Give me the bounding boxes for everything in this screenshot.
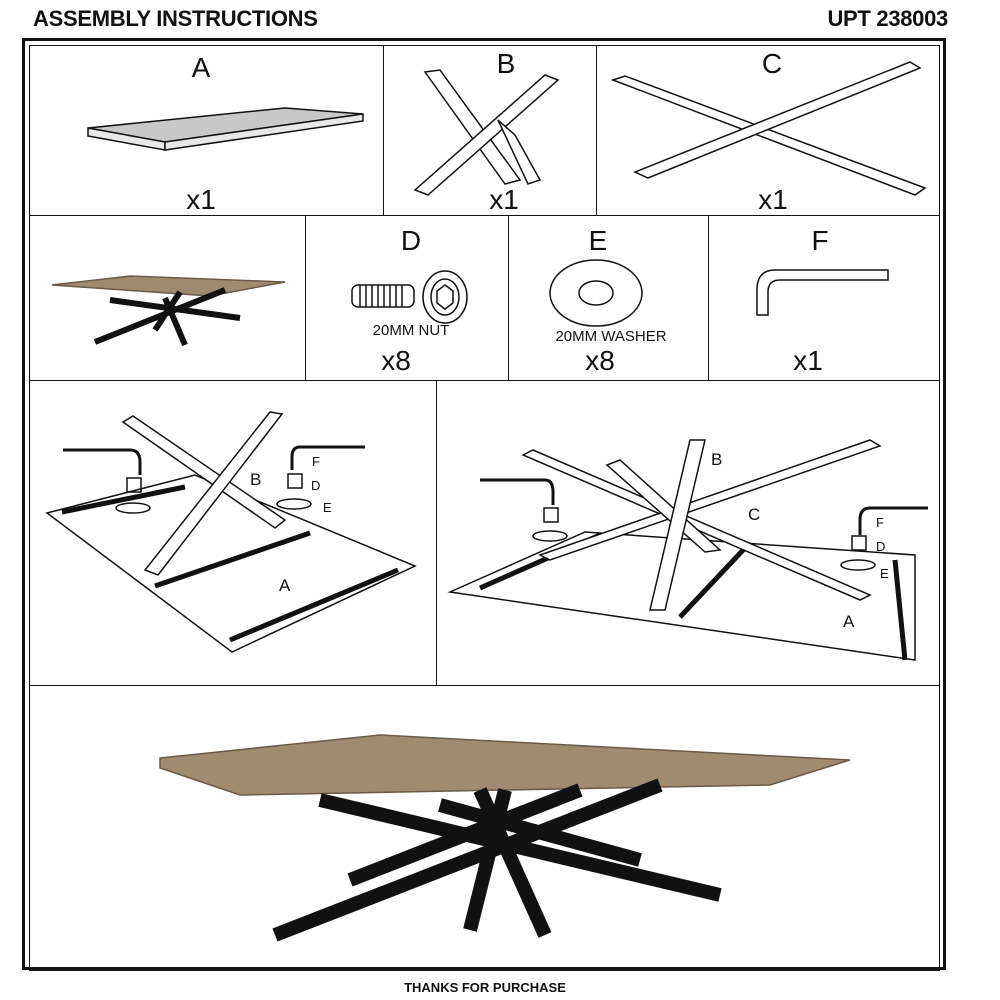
document-title: ASSEMBLY INSTRUCTIONS [33,6,318,31]
part-e-name: 20MM WASHER [555,328,667,345]
step-2-label-f: F [876,515,884,530]
step-2-label-c: C [748,505,761,524]
part-e-qty: x8 [585,345,615,376]
finished-table-cell [29,685,940,971]
part-f-qty: x1 [793,345,823,376]
step-1-label-f: F [312,454,320,469]
step-2-label-e: E [880,566,889,581]
step-1-label-d: D [311,478,321,493]
part-a-qty: x1 [186,184,216,215]
step-1-label-e: E [323,500,332,515]
step-1-diagram [45,411,417,653]
part-c-label: C [761,48,783,79]
part-b-label: B [496,48,516,79]
x-leg-b-icon [413,69,560,196]
part-b-qty: x1 [489,184,519,215]
step-2-label-b: B [711,450,723,469]
product-code: UPT 238003 [827,6,948,31]
part-f-label: F [811,225,829,256]
step-2-label-a: A [843,612,855,631]
outer-frame [22,38,946,970]
part-a-label: A [191,52,211,83]
part-d-label: D [400,225,422,256]
part-e-label: E [588,225,608,256]
step-1-label-b: B [250,470,262,489]
part-d-qty: x8 [381,345,411,376]
step-2-label-d: D [876,539,886,554]
finished-table-icon [159,734,851,942]
bolt-icon [351,270,468,324]
allen-key-icon [756,269,889,316]
washer-icon [549,259,643,327]
x-leg-c-icon [610,61,927,196]
step-2-diagram [447,439,928,661]
table-preview-icon [51,275,286,347]
part-d-name: 20MM NUT [372,322,450,339]
footer-text: THANKS FOR PURCHASE [404,980,566,995]
step-1-label-a: A [279,576,291,595]
tabletop-icon [87,107,364,151]
part-c-qty: x1 [758,184,788,215]
